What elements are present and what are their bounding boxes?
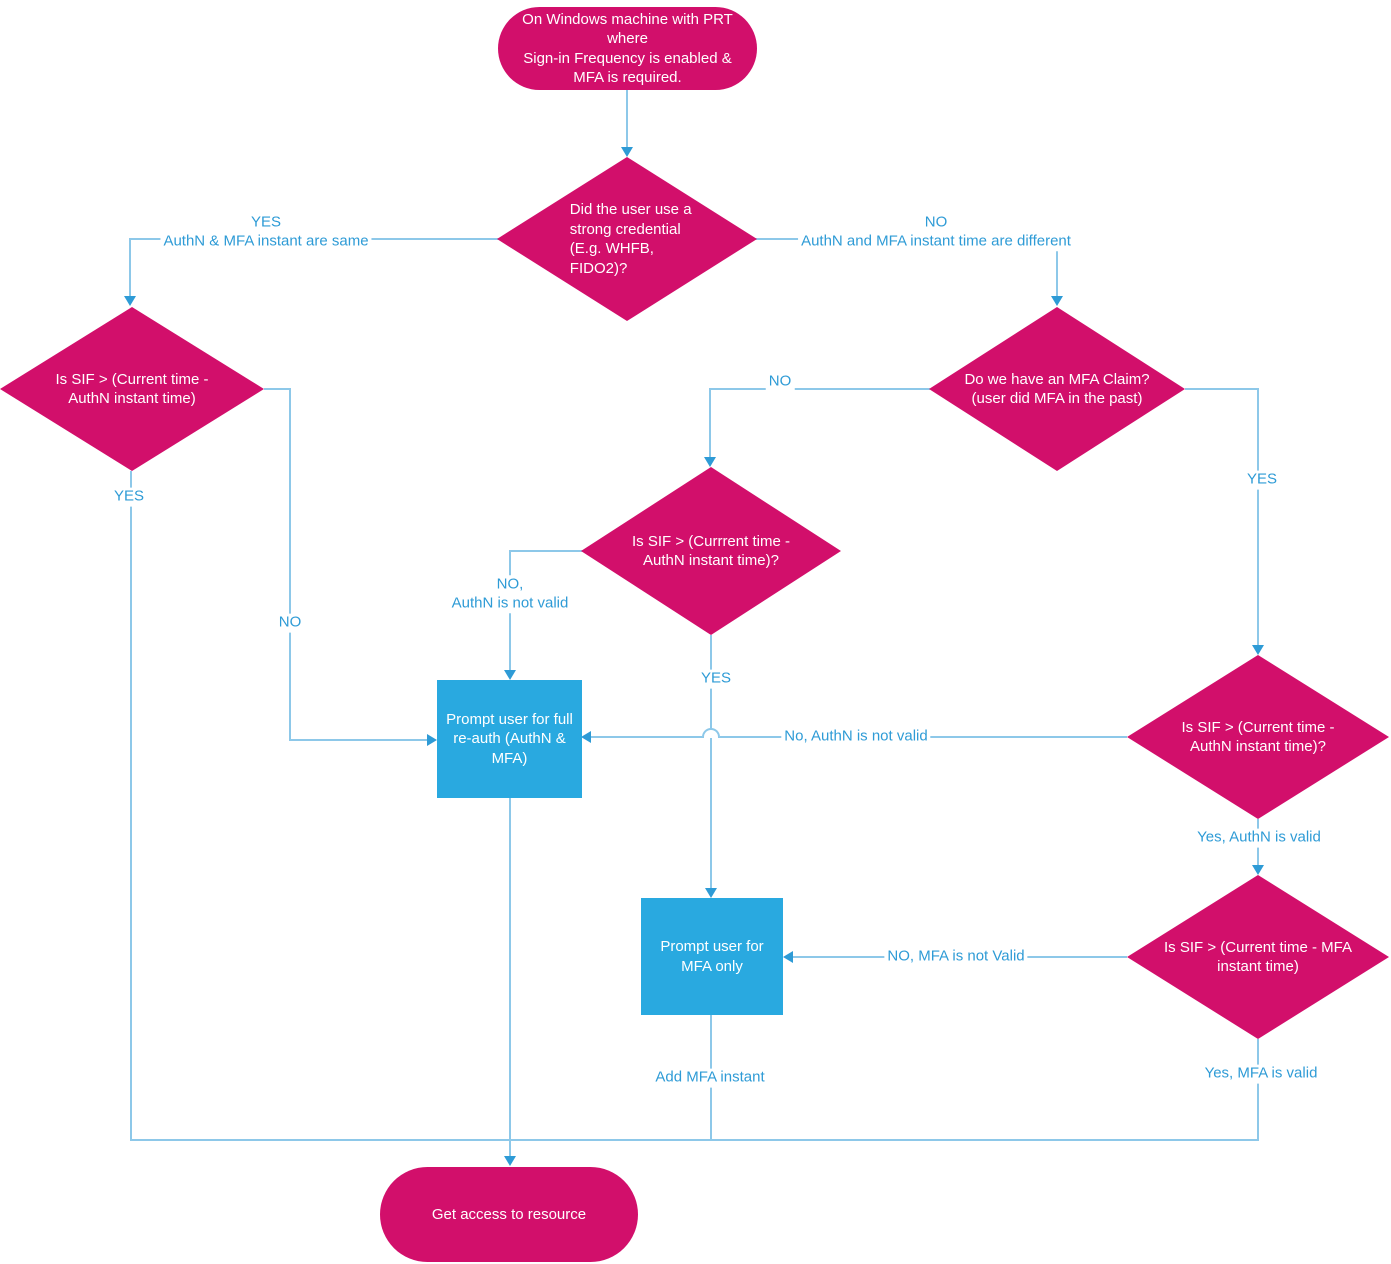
- node-start-text: On Windows machine with PRT where Sign-i…: [522, 10, 733, 87]
- edge-claim-no-v: [709, 388, 711, 458]
- node-decision-strong-credential-label: Did the user use a strong credential (E.…: [569, 201, 692, 277]
- node-process-mfa-only-label: Prompt user for MFA only: [660, 938, 764, 975]
- edge-reauth-down-v: [509, 797, 511, 1158]
- node-decision-sif-authn-left-label: Is SIF > (Current time - AuthN instant t…: [55, 370, 209, 408]
- node-decision-mfa-claim-label: Do we have an MFA Claim? (user did MFA i…: [964, 370, 1150, 408]
- node-decision-sif-authn-left: Is SIF > (Current time - AuthN instant t…: [0, 307, 264, 471]
- label-no-different-line2: AuthN and MFA instant time are different: [801, 232, 1071, 249]
- node-decision-mfa-claim: Do we have an MFA Claim? (user did MFA i…: [929, 307, 1185, 471]
- arrow-into-claim-diamond-icon: [1051, 296, 1063, 306]
- edge-mid-yes-v: [710, 635, 712, 889]
- edge-claim-yes-v: [1257, 388, 1259, 646]
- edge-claim-yes-h: [1185, 388, 1259, 390]
- label-yes-mid: YES: [697, 669, 735, 689]
- edge-mfa-valid-v: [1257, 1039, 1259, 1141]
- node-decision-sif-authn-right: Is SIF > (Current time - AuthN instant t…: [1127, 655, 1389, 819]
- label-add-mfa-instant: Add MFA instant: [652, 1068, 768, 1088]
- node-end: Get access to resource: [380, 1167, 638, 1262]
- node-end-label: Get access to resource: [431, 1205, 587, 1223]
- edge-mid-no-h: [509, 550, 583, 552]
- arrow-into-cred-icon: [621, 147, 633, 157]
- label-yes-authn-valid: Yes, AuthN is valid: [1194, 828, 1324, 848]
- edge-right-no-h1: [591, 736, 702, 738]
- label-yes-mfa-valid: Yes, MFA is valid: [1201, 1064, 1321, 1084]
- node-process-full-reauth-label: Prompt user for full re-auth (AuthN & MF…: [446, 710, 573, 767]
- node-decision-sif-authn-mid-label: Is SIF > (Currrent time - AuthN instant …: [632, 532, 790, 570]
- edge-claim-no-h: [710, 388, 930, 390]
- arrow-into-mfaonly-right-icon: [783, 951, 793, 963]
- label-no-claim: NO: [765, 372, 795, 392]
- arrow-into-sifmfa-diamond-icon: [1252, 865, 1264, 875]
- node-decision-sif-mfa-label: Is SIF > (Current time - MFA instant tim…: [1164, 938, 1352, 976]
- label-no-authn-invalid-mid-line2: AuthN is not valid: [451, 594, 569, 611]
- label-yes-same-line1: YES: [250, 213, 281, 231]
- label-no-mfa-invalid: NO, MFA is not Valid: [884, 947, 1028, 967]
- arrow-into-right-diamond-icon: [1252, 645, 1264, 655]
- arrow-into-left-diamond-icon: [124, 296, 136, 306]
- arrow-into-end-icon: [504, 1156, 516, 1166]
- label-no-authn-invalid-right: No, AuthN is not valid: [781, 727, 931, 747]
- edge-left-yes-rail: [130, 471, 132, 1141]
- label-no-authn-invalid-mid: NO, AuthN is not valid: [448, 575, 572, 613]
- label-yes-same-line2: AuthN & MFA instant are same: [163, 232, 369, 249]
- edge-left-no-h1: [264, 388, 291, 390]
- arrow-into-reauth-left-icon: [427, 734, 437, 746]
- label-no-different: NO AuthN and MFA instant time are differ…: [798, 213, 1074, 251]
- node-start: On Windows machine with PRT where Sign-i…: [498, 7, 757, 90]
- label-no-authn-invalid-mid-line1: NO,: [496, 575, 524, 593]
- node-decision-sif-authn-mid: Is SIF > (Currrent time - AuthN instant …: [581, 467, 841, 635]
- arrow-into-reauth-top-icon: [504, 670, 516, 680]
- label-yes-same: YES AuthN & MFA instant are same: [160, 213, 372, 251]
- node-decision-strong-credential: Did the user use a strong credential (E.…: [497, 157, 757, 321]
- edge-left-no-h2: [289, 739, 428, 741]
- arrow-into-mfaonly-top-icon: [705, 888, 717, 898]
- label-yes-claim: YES: [1243, 470, 1281, 490]
- edge-start-to-cred: [626, 90, 628, 148]
- arrow-into-reauth-right-icon: [581, 731, 591, 743]
- label-yes-left: YES: [110, 487, 148, 507]
- node-decision-sif-authn-right-label: Is SIF > (Current time - AuthN instant t…: [1181, 718, 1335, 756]
- node-process-mfa-only: Prompt user for MFA only: [641, 898, 783, 1015]
- arrow-into-mid-diamond-icon: [704, 457, 716, 467]
- label-no-different-line1: NO: [924, 213, 948, 231]
- label-no-left: NO: [275, 613, 305, 633]
- node-process-full-reauth: Prompt user for full re-auth (AuthN & MF…: [437, 680, 582, 798]
- edge-cred-no-v: [1056, 238, 1058, 298]
- line-jump-arc: [702, 728, 720, 738]
- node-decision-sif-mfa: Is SIF > (Current time - MFA instant tim…: [1127, 875, 1389, 1039]
- edge-cred-yes-v: [129, 238, 131, 298]
- edge-bottom-rail: [130, 1139, 1259, 1141]
- edge-left-no-v: [289, 388, 291, 741]
